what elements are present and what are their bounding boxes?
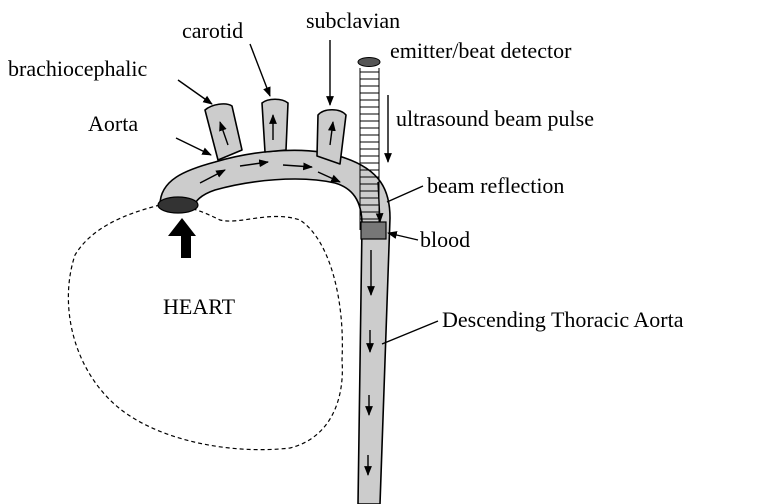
blood-leader bbox=[388, 233, 418, 240]
descending-leader bbox=[382, 321, 438, 344]
label-ultrasound-pulse: ultrasound beam pulse bbox=[396, 106, 594, 131]
label-carotid: carotid bbox=[182, 18, 243, 43]
heart-outline bbox=[68, 205, 342, 450]
carotid-vessel bbox=[262, 99, 288, 152]
beam-reflection-leader bbox=[387, 186, 423, 202]
carotid-leader bbox=[250, 44, 270, 96]
brachiocephalic-leader bbox=[178, 80, 212, 104]
aorta-leader bbox=[176, 138, 211, 155]
heart-output-arrow bbox=[168, 218, 196, 258]
label-subclavian: subclavian bbox=[306, 8, 400, 33]
label-beam-reflection: beam reflection bbox=[427, 173, 564, 198]
aortic-valve-opening bbox=[158, 197, 198, 213]
label-descending-aorta: Descending Thoracic Aorta bbox=[442, 307, 684, 332]
label-blood: blood bbox=[420, 227, 470, 252]
blood-sample-volume bbox=[361, 222, 386, 239]
label-emitter: emitter/beat detector bbox=[390, 38, 572, 63]
emitter-detector bbox=[358, 58, 380, 67]
label-aorta: Aorta bbox=[88, 111, 138, 136]
label-heart: HEART bbox=[163, 294, 236, 319]
label-brachiocephalic: brachiocephalic bbox=[8, 56, 147, 81]
